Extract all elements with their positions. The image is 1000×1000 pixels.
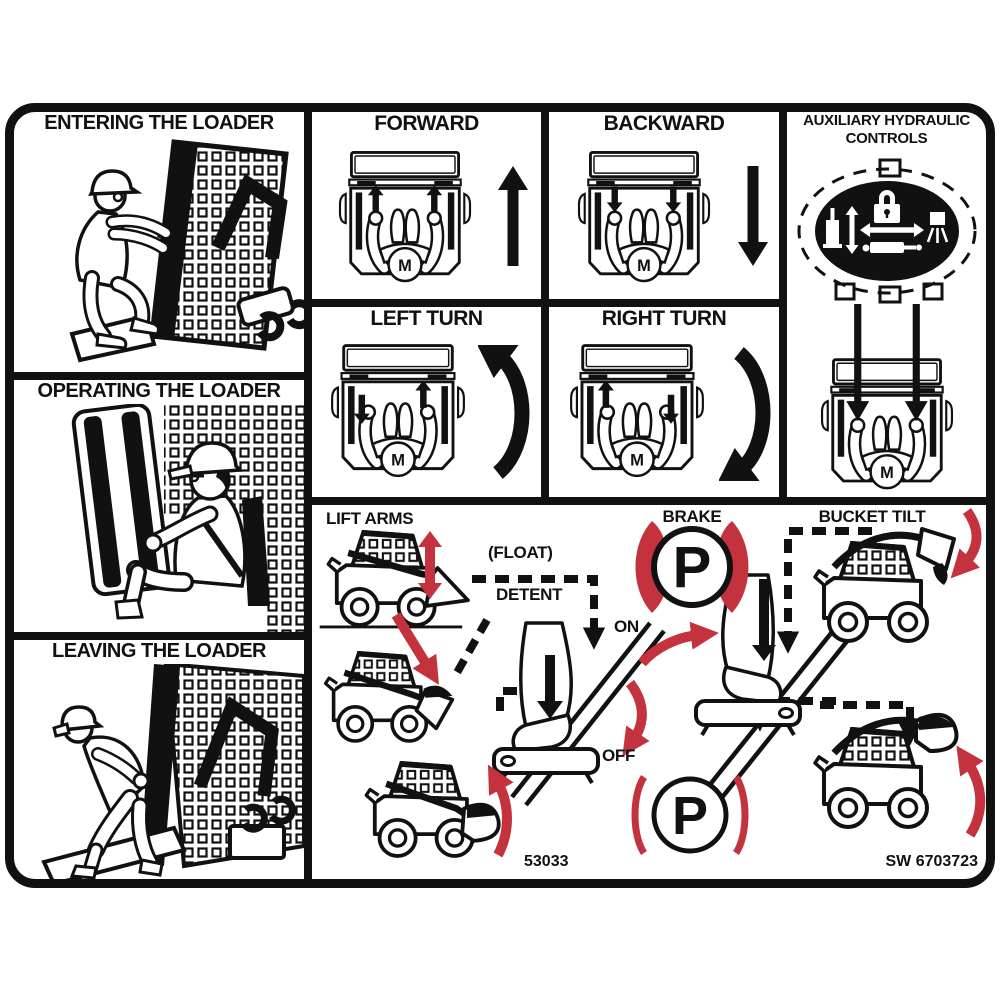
brake-off-P: P: [672, 786, 708, 846]
leaving-title: LEAVING THE LOADER: [52, 640, 266, 662]
sprayer-icon: [926, 212, 949, 243]
right-turn-title: RIGHT TURN: [601, 307, 727, 330]
forward-arrow-icon: [498, 166, 528, 266]
detent-label: DETENT: [496, 585, 563, 604]
aux-controls-diagram: M: [820, 304, 954, 490]
brake-on-P: P: [673, 535, 712, 600]
bucket-curl-arrow: [956, 745, 986, 838]
instruction-decal: ENTERING THE LOADER: [5, 103, 995, 888]
left-turn-title: LEFT TURN: [370, 307, 483, 330]
operator-overhead-icon: M: [820, 358, 954, 490]
aux-mount-tabs: [834, 158, 944, 304]
divider: [304, 497, 986, 505]
panel-auxiliary: AUXILIARY HYDRAULIC CONTROLS: [787, 112, 986, 497]
panel-right-turn: RIGHT TURN: [549, 307, 779, 497]
operator-overhead-icon: M: [570, 344, 704, 478]
loader-cage-frame: [163, 664, 304, 869]
hydraulic-cylinder-horizontal-icon: [862, 242, 922, 253]
aux-control-cluster: [797, 158, 977, 304]
vertical-double-arrow-icon: [845, 206, 859, 254]
parking-brake-off-symbol: P: [631, 775, 749, 855]
operator-cap-letter: M: [630, 451, 644, 470]
operator-cap-letter: M: [391, 451, 405, 470]
operator-cap-letter: M: [880, 464, 894, 482]
backward-controls-diagram: M: [577, 150, 711, 283]
operator-overhead-icon: M: [577, 150, 711, 283]
backward-title: BACKWARD: [603, 112, 725, 135]
door-pillar: [140, 664, 180, 866]
bucket-tilt-label: BUCKET TILT: [818, 507, 926, 526]
door-pillar: [152, 142, 198, 338]
entering-title: ENTERING THE LOADER: [44, 112, 274, 134]
leaving-illustration: [41, 664, 304, 879]
divider: [304, 299, 787, 307]
aux-dashed-outline: [797, 167, 977, 295]
skid-steer-bucket-dump-icon: [813, 527, 956, 643]
parking-brake-on-symbol: P: [635, 521, 749, 613]
skid-steer-lift-arms-icon: [319, 530, 470, 629]
panel-entering: ENTERING THE LOADER: [14, 112, 304, 372]
horizontal-double-arrow-icon: [860, 223, 924, 237]
panel-operating: OPERATING THE LOADER: [14, 380, 304, 632]
divider: [14, 632, 304, 640]
doc-number: 53033: [524, 853, 569, 870]
brake-on-label: ON: [614, 617, 639, 636]
operator-cap-letter: M: [637, 257, 651, 275]
cage-mesh: [266, 516, 304, 632]
part-number: SW 6703723: [885, 853, 978, 870]
arms-raise-arrow: [487, 764, 514, 858]
lift-arms-label: LIFT ARMS: [326, 509, 414, 528]
aux-title-line2: CONTROLS: [845, 130, 928, 147]
hydraulic-cylinder-vertical-icon: [823, 208, 842, 248]
float-label: (FLOAT): [488, 543, 553, 562]
panel-leaving: LEAVING THE LOADER: [14, 640, 304, 879]
forward-controls-diagram: M: [338, 150, 472, 283]
padlock-icon: [874, 190, 900, 223]
operating-title: OPERATING THE LOADER: [37, 380, 281, 402]
arms-lower-arrow: [391, 612, 440, 685]
left-turn-arrow-icon: [478, 345, 530, 479]
clamp-icon: [286, 299, 304, 330]
brake-on-arrow: [638, 621, 719, 667]
brake-off-arrow: [622, 679, 650, 757]
brake-label: BRAKE: [662, 507, 722, 526]
panel-backward: BACKWARD: [549, 112, 779, 299]
worker-leaving: [52, 705, 164, 879]
control-levers: [71, 404, 171, 597]
entering-illustration: [69, 139, 304, 363]
right-turn-arrow-icon: [719, 347, 771, 481]
backward-arrow-icon: [738, 166, 768, 266]
right-turn-controls-diagram: M: [570, 344, 704, 478]
operator-cap-letter: M: [398, 257, 412, 275]
skid-steer-arms-lowered-icon: [323, 651, 455, 743]
forward-title: FORWARD: [374, 112, 479, 135]
worker-entering: [75, 169, 173, 350]
panel-left-turn: LEFT TURN: [312, 307, 541, 497]
panel-forward: FORWARD: [312, 112, 541, 299]
lift-arms-direction-arrow: [418, 531, 442, 599]
rops-post: [193, 696, 279, 797]
divider: [14, 372, 304, 380]
operator-overhead-icon: M: [331, 344, 465, 478]
toolbox: [228, 795, 296, 860]
skid-steer-arms-raised-icon: [364, 761, 501, 858]
rops-post: [211, 173, 288, 260]
brake-off-label: OFF: [602, 746, 636, 765]
operator-overhead-icon: M: [338, 150, 472, 283]
left-turn-controls-diagram: M: [331, 344, 465, 478]
skid-steer-bucket-curl-icon: [813, 712, 959, 829]
clamp-icon: [256, 311, 285, 342]
pedal-brake-illustration: P P: [319, 508, 986, 858]
operating-illustration: [71, 404, 304, 632]
bucket-dump-arrow: [950, 508, 982, 579]
panel-pedals-brake: P P LIFT ARMS (FLOAT) DETENT BRAKE BUCKE…: [312, 505, 986, 879]
aux-title-line1: AUXILIARY HYDRAULIC: [803, 112, 970, 129]
operator-seated: [114, 441, 270, 620]
divider: [304, 112, 312, 879]
